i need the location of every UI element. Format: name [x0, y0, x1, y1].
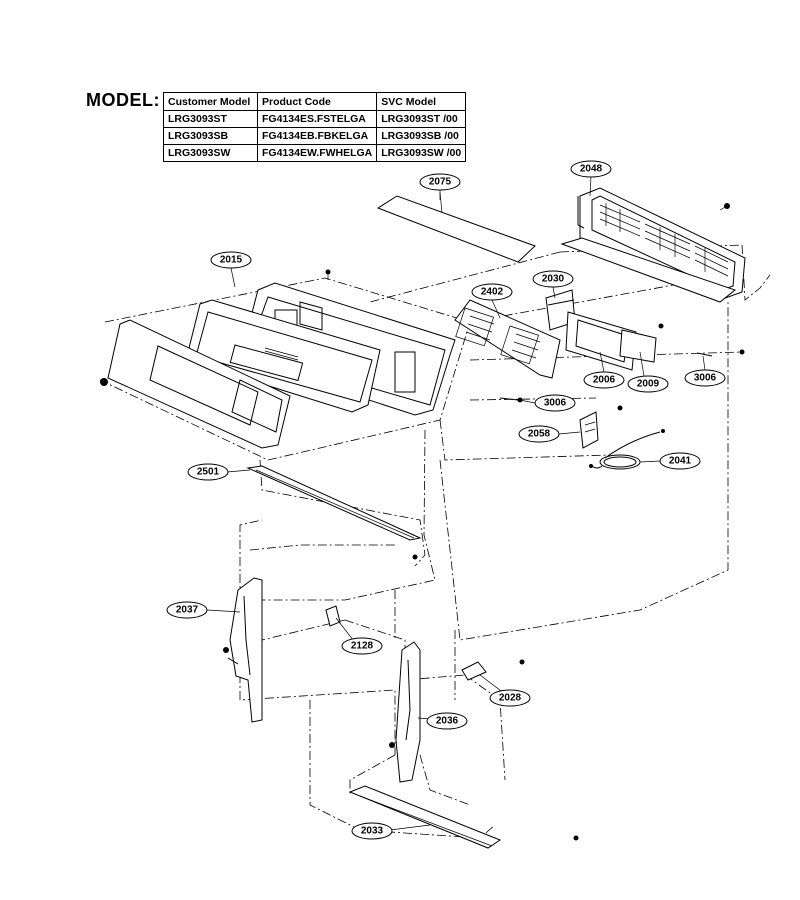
svg-text:2041: 2041	[669, 456, 692, 467]
callout-2036: 2036	[426, 712, 468, 730]
callout-2037: 2037	[166, 601, 208, 619]
svg-text:2037: 2037	[176, 605, 199, 616]
callout-2075: 2075	[419, 173, 461, 191]
svg-text:2058: 2058	[528, 429, 551, 440]
part-2037-side-bracket	[223, 577, 263, 723]
svg-text:3006: 3006	[544, 398, 567, 409]
part-2128-bracket	[325, 605, 341, 627]
cell-svc-model: LRG3093SW /00	[376, 144, 467, 162]
cell-svc-model: LRG3093SB /00	[376, 127, 467, 145]
svg-text:2015: 2015	[220, 255, 243, 266]
svg-text:3006: 3006	[694, 373, 717, 384]
cell-product-code: FG4134EW.FWHELGA	[256, 144, 378, 162]
svg-text:2028: 2028	[499, 693, 522, 704]
svg-text:2128: 2128	[351, 641, 374, 652]
part-2402-control-board	[454, 299, 561, 379]
callout-2028: 2028	[489, 689, 531, 707]
part-2075-panel	[376, 191, 536, 263]
part-2058-switch	[579, 411, 599, 449]
callout-2128: 2128	[341, 637, 383, 655]
part-2048-vent-bracket	[560, 187, 746, 303]
svg-text:2036: 2036	[436, 716, 459, 727]
part-3006-screws	[499, 349, 745, 411]
callout-2501: 2501	[187, 463, 229, 481]
svg-text:2048: 2048	[580, 164, 603, 175]
callout-2009: 2009	[627, 375, 669, 393]
part-2028-clip	[461, 659, 525, 681]
part-2033-bottom-rail	[348, 785, 579, 849]
part-2009-bracket	[619, 323, 664, 363]
table-row: LRG3093SW FG4134EW.FWHELGA LRG3093SW /00	[163, 144, 467, 162]
table-row: LRG3093ST FG4134ES.FSTELGA LRG3093ST /00	[163, 110, 467, 128]
svg-text:2006: 2006	[593, 375, 616, 386]
callout-2058: 2058	[518, 425, 560, 443]
header-customer-model: Customer Model	[163, 92, 258, 111]
part-2006-housing	[565, 311, 637, 371]
part-2036-side-bracket	[389, 641, 421, 783]
header-product-code: Product Code	[256, 92, 378, 111]
cell-product-code: FG4134EB.FBKELGA	[256, 127, 378, 145]
svg-text:2402: 2402	[481, 287, 504, 298]
svg-text:2030: 2030	[542, 274, 565, 285]
model-table: Customer Model Product Code SVC Model LR…	[163, 92, 467, 162]
callout-2402: 2402	[471, 283, 513, 301]
callout-2041: 2041	[659, 452, 701, 470]
callout-3006-middle: 3006	[534, 394, 576, 412]
cell-svc-model: LRG3093ST /00	[376, 110, 467, 128]
callout-2006: 2006	[583, 371, 625, 389]
part-2041-wire-harness	[589, 429, 665, 470]
svg-text:2075: 2075	[429, 177, 452, 188]
cell-customer-model: LRG3093SW	[163, 144, 258, 162]
callout-2033: 2033	[351, 822, 393, 840]
svg-text:2501: 2501	[197, 467, 220, 478]
part-2015-control-panel	[100, 269, 456, 449]
callout-2015: 2015	[210, 251, 252, 269]
model-table-header-row: Customer Model Product Code SVC Model	[163, 92, 467, 111]
callouts: 2048 2075 2015 2030 2402 2006	[166, 160, 726, 840]
svg-text:2033: 2033	[361, 826, 384, 837]
callout-leaders	[206, 175, 706, 831]
svg-text:2009: 2009	[637, 379, 660, 390]
part-2501-trim-strip	[246, 465, 422, 560]
callout-3006-right: 3006	[684, 369, 726, 387]
model-label: MODEL:	[86, 90, 160, 110]
callout-2048: 2048	[570, 160, 612, 178]
callout-2030: 2030	[532, 270, 574, 288]
